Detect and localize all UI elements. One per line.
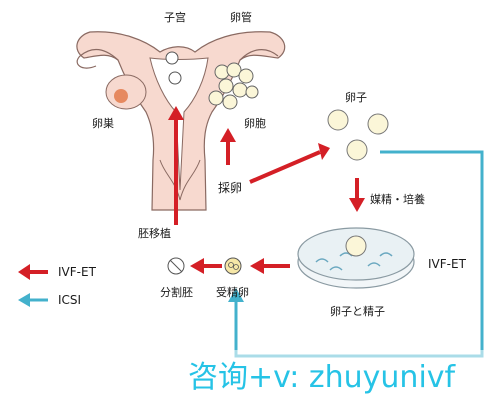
cervix (159, 159, 201, 201)
label-egg-retrieval: 採卵 (218, 181, 243, 195)
label-ovary: 卵巣 (92, 117, 114, 130)
cleavage-embryo-icon (167, 257, 185, 275)
label-insemination-culture: 媒精・培養 (370, 193, 425, 206)
left-ovary (105, 74, 147, 110)
label-follicle: 卵胞 (244, 117, 266, 130)
label-oviduct: 卵管 (230, 11, 252, 24)
legend-icsi-label: ICSI (58, 293, 82, 307)
uterine-cavity (149, 57, 209, 191)
uterus-illustration (76, 31, 286, 211)
watermark-backdrop (180, 350, 500, 400)
legend-icsi-arrowhead (18, 293, 30, 307)
legend-ivf-label: IVF-ET (58, 265, 96, 279)
petri-dish (297, 227, 415, 289)
sperm-marks (315, 252, 393, 271)
label-uterus: 子宫 (164, 11, 186, 24)
fertilized-egg-icon (224, 257, 242, 275)
legend (18, 264, 48, 307)
dish-egg (345, 235, 367, 257)
label-egg: 卵子 (345, 91, 367, 104)
left-oviduct (76, 49, 119, 69)
label-egg-and-sperm: 卵子と精子 (330, 305, 385, 318)
ivf-et-arrows (168, 106, 365, 274)
label-cleavage-embryo: 分割胚 (160, 286, 193, 299)
watermark-text: 咨询+v: zhuyunivf (188, 360, 456, 395)
label-embryo-transfer: 胚移植 (138, 227, 171, 240)
legend-ivf-arrowhead (18, 264, 30, 280)
retrieved-eggs (327, 109, 389, 161)
label-ivf-et-dish: IVF-ET (428, 257, 466, 271)
right-oviduct (239, 49, 279, 61)
follicles-cluster (208, 62, 259, 110)
embryo-in-uterus-icon (165, 51, 182, 85)
label-fertilized-egg: 受精卵 (216, 286, 249, 299)
